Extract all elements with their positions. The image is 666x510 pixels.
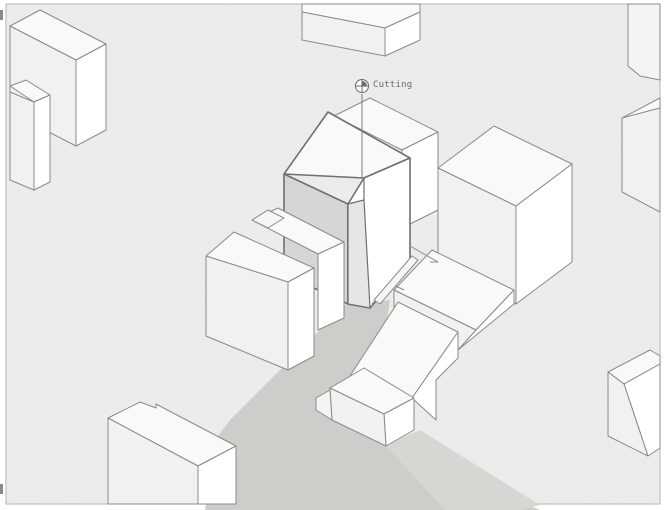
building-left-edge	[10, 80, 50, 190]
building-top-right	[628, 4, 660, 80]
building-right-mid	[622, 98, 660, 212]
frame-tick-top	[0, 10, 3, 20]
frame-tick-bottom	[0, 484, 3, 494]
section-cut-icon[interactable]	[354, 78, 370, 94]
section-cut-label: Cutting	[373, 80, 412, 90]
